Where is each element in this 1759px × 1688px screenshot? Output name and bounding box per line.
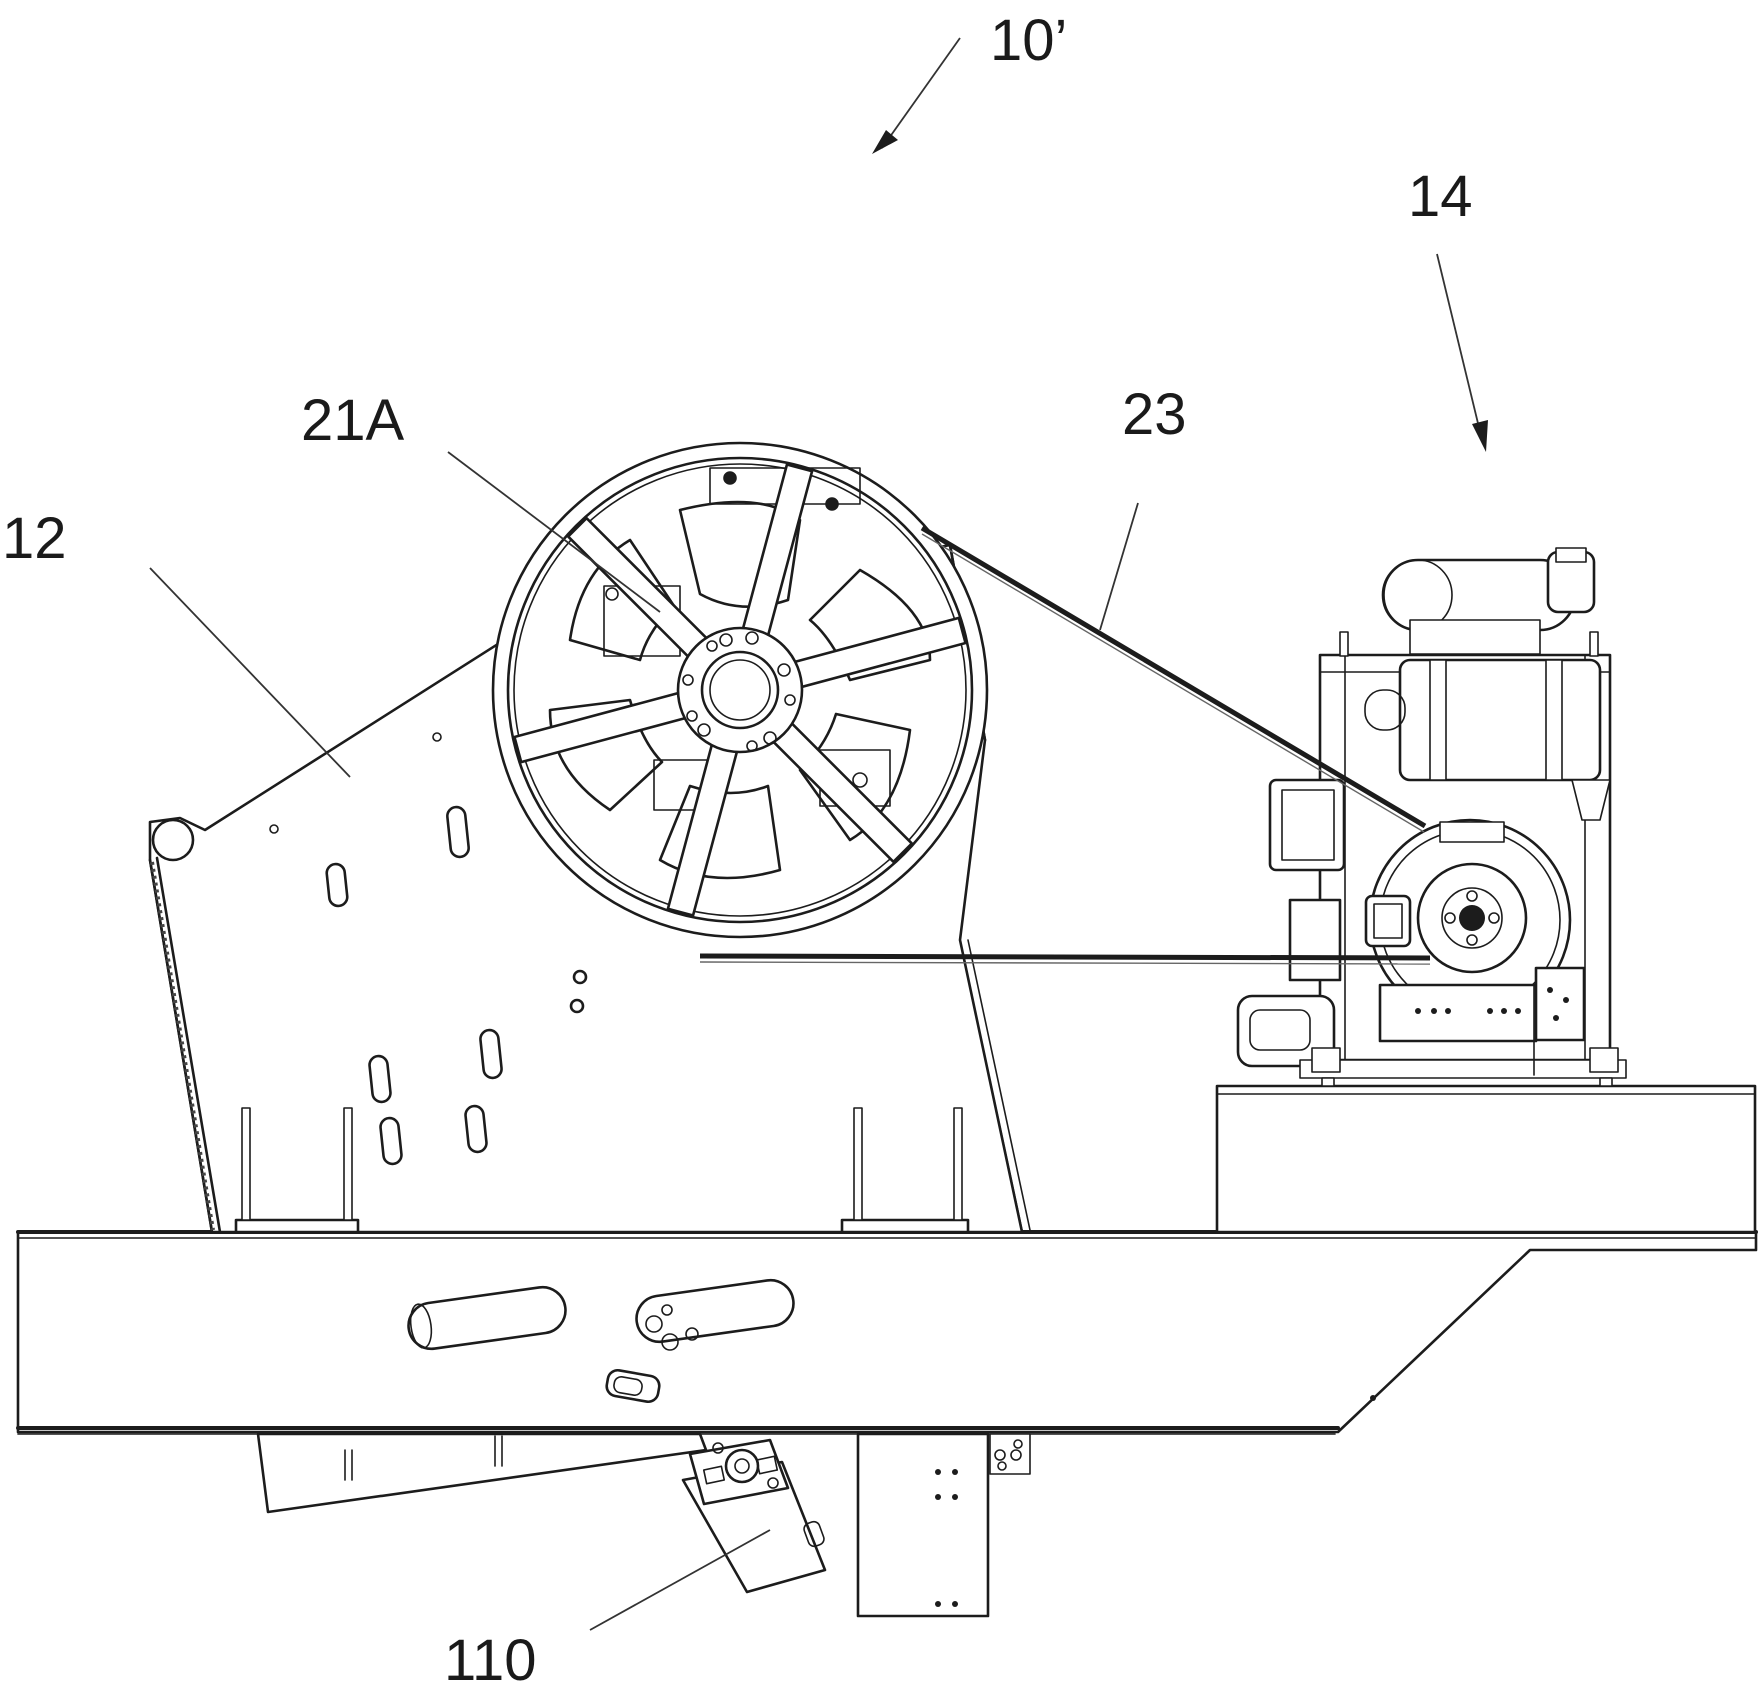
label-assembly: 10’ [990,8,1067,73]
lower-hopper [258,1434,706,1512]
label-engine: 14 [1408,164,1473,229]
chassis-beam [18,1232,1756,1434]
label-belt: 23 [1122,382,1187,447]
component-110 [683,1440,826,1592]
label-component: 110 [444,1628,536,1688]
label-crusher: 12 [2,506,67,571]
support-leg [858,1434,1030,1616]
engine-platform [1217,1086,1755,1232]
flywheel [493,443,987,937]
engine-unit [1238,548,1626,1086]
label-flywheel: 21A [301,388,405,453]
